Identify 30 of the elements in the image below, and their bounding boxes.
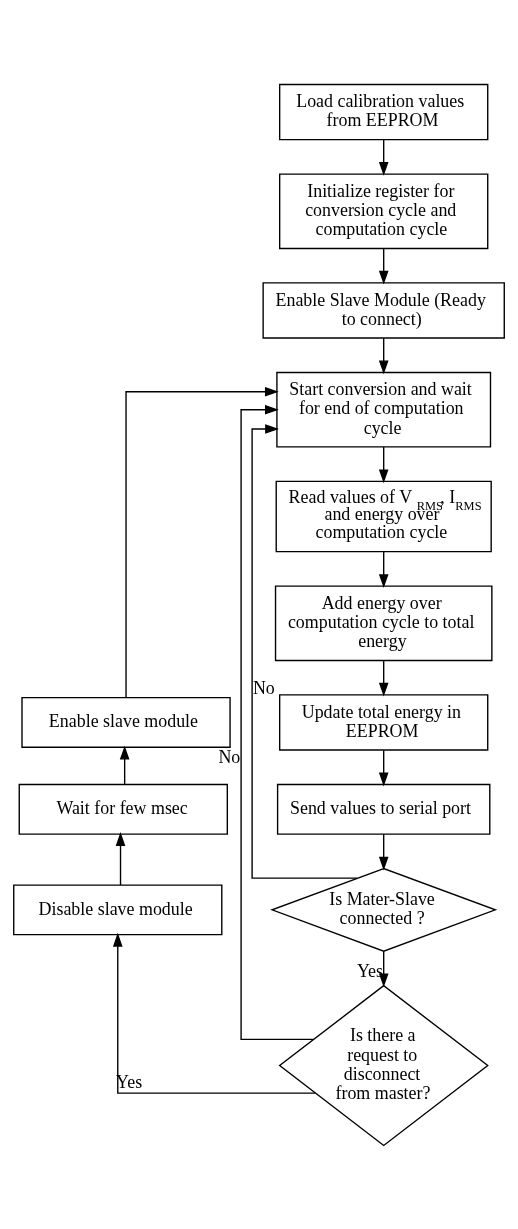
arrow [378,445,389,483]
arrow [125,386,279,698]
node-diamond: Is Mater-Slave connected ? [270,867,498,952]
node-diamond: Is there a request to disconnect from master? [278,984,489,1146]
node-box: Send values to serial port [276,783,491,835]
arrow [251,423,358,879]
node-box: Disable slave module [13,883,223,935]
node-box: Load calibration values from EEPROM [279,83,489,140]
arrow [378,832,389,871]
edge-label: No [218,746,241,767]
node-box: Add energy over computation cycle to total energy [274,584,493,661]
edge-label: No [252,677,275,698]
arrow [119,745,130,785]
arrow [378,550,389,588]
arrow [240,404,315,1040]
node-box: Wait for few msec [18,783,228,835]
node-box: Initialize register for conversion cycle and computation cycle [279,172,489,249]
arrow [378,659,389,697]
node-box: Update total energy in EEPROM [279,693,489,751]
edge-label: Yes [356,960,383,981]
node-box: Enable slave module [21,696,231,748]
arrow [112,932,316,1094]
node-box: Read values of V$_{RMS}$, I$_{RMS}$ and energy over computation cycle [275,480,492,552]
arrow [378,138,389,176]
node-box: Enable Slave Module (Ready to connect) [262,281,505,339]
arrow [115,831,126,886]
node-box: Start conversion and wait for end of computation cycle [276,371,492,448]
arrow [378,749,389,786]
arrow [378,336,389,374]
arrow [378,247,389,285]
